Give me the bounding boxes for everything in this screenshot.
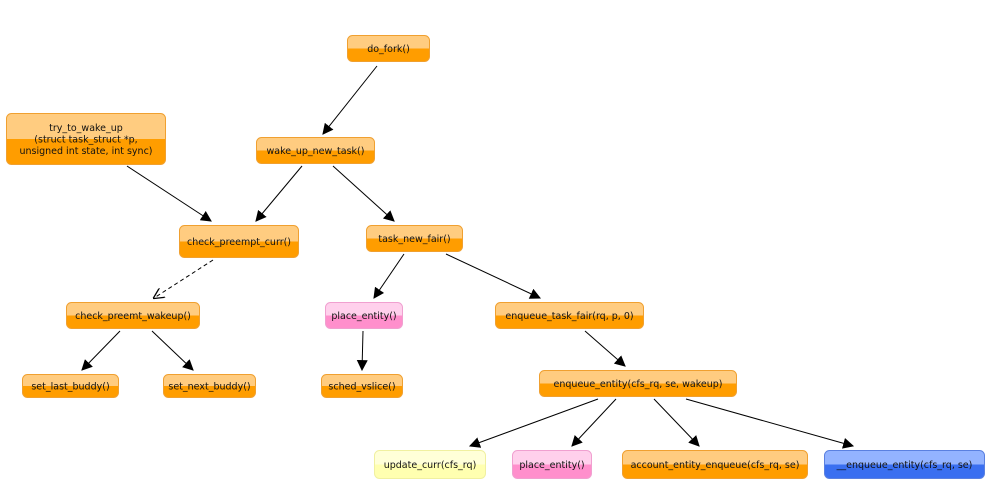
node-label: enqueue_entity(cfs_rq, se, wakeup) [554, 379, 723, 390]
edge-do_fork-to-wake_up_new_task [322, 65, 378, 135]
node-place-entity-2: place_entity() [512, 450, 592, 479]
node-label-line: (struct task_struct *p, [34, 135, 137, 146]
node-task-new-fair: task_new_fair() [366, 225, 463, 252]
node-box [256, 137, 375, 164]
node-box [366, 225, 463, 252]
node-box [66, 302, 200, 329]
node-label: account_entity_enqueue(cfs_rq, se) [631, 460, 800, 471]
node-label: wake_up_new_task() [267, 146, 365, 157]
node-label: place_entity() [519, 460, 584, 471]
edge-task_new_fair-to-place_entity_1 [373, 253, 405, 299]
node-box [824, 450, 985, 479]
node-label: set_last_buddy() [31, 382, 109, 393]
node-box [622, 450, 808, 479]
edge-enqueue_entity-to-place_entity_2 [571, 398, 617, 447]
node-label-line: try_to_wake_up [49, 123, 123, 134]
node-box [539, 370, 737, 397]
node-set-last-buddy: set_last_buddy() [22, 374, 119, 398]
node-update-curr: update_curr(cfs_rq) [374, 450, 486, 479]
edge-enqueue_entity-to-update_curr [468, 398, 599, 448]
node-place-entity-1: place_entity() [325, 302, 403, 329]
edge-check_preempt_curr-to-check_preemt_wakeup [154, 259, 214, 298]
node-box [347, 35, 430, 62]
edge-place_entity_1-to-sched_vslice [356, 330, 368, 372]
node-enqueue-task-fair: enqueue_task_fair(rq, p, 0) [495, 302, 644, 329]
node-sched-vslice: sched_vslice() [321, 374, 403, 398]
node-label: __enqueue_entity(cfs_rq, se) [836, 460, 973, 471]
node-box [495, 302, 644, 329]
edge-enqueue_entity-to-account_entity_enqueue [653, 398, 700, 447]
node-set-next-buddy: set_next_buddy() [163, 374, 256, 398]
edge-try_to_wake_up-to-check_preempt_curr [126, 165, 212, 222]
node-label: sched_vslice() [328, 382, 395, 393]
edge-check_preemt_wakeup-to-set_last_buddy [81, 330, 121, 371]
edges-layer [81, 65, 855, 449]
node-box [325, 302, 403, 329]
node-enqueue-entity-internal: __enqueue_entity(cfs_rq, se) [824, 450, 985, 479]
nodes-layer: do_fork() wake_up_new_task() try_to_wake_u… [6, 35, 985, 479]
node-label: do_fork() [367, 44, 410, 55]
edge-enqueue_entity-to-enqueue_entity_internal [685, 398, 855, 449]
node-label: check_preempt_curr() [187, 237, 291, 248]
node-label: enqueue_task_fair(rq, p, 0) [505, 311, 633, 322]
node-label: check_preemt_wakeup() [75, 311, 191, 322]
node-box [6, 113, 166, 165]
node-label: set_next_buddy() [168, 382, 250, 393]
node-box [22, 374, 119, 398]
node-try-to-wake-up: try_to_wake_up(struct task_struct *p,uns… [6, 113, 166, 165]
node-label-line: unsigned int state, int sync) [19, 146, 152, 157]
node-label: task_new_fair() [378, 234, 450, 245]
edge-check_preemt_wakeup-to-set_next_buddy [151, 330, 194, 371]
node-box [374, 450, 486, 479]
edge-wake_up_new_task-to-check_preempt_curr [255, 165, 303, 222]
edge-wake_up_new_task-to-task_new_fair [332, 165, 395, 222]
node-check-preempt-curr: check_preempt_curr() [179, 225, 299, 258]
node-account-entity-enqueue: account_entity_enqueue(cfs_rq, se) [622, 450, 808, 479]
node-wake-up-new-task: wake_up_new_task() [256, 137, 375, 164]
node-label: place_entity() [331, 311, 396, 322]
node-box [163, 374, 256, 398]
node-label: update_curr(cfs_rq) [384, 460, 477, 471]
node-check-preemt-wakeup: check_preemt_wakeup() [66, 302, 200, 329]
edge-enqueue_task_fair-to-enqueue_entity [584, 330, 626, 367]
node-box [179, 225, 299, 258]
node-box [512, 450, 592, 479]
node-enqueue-entity: enqueue_entity(cfs_rq, se, wakeup) [539, 370, 737, 397]
node-do-fork: do_fork() [347, 35, 430, 62]
node-box [321, 374, 403, 398]
edge-task_new_fair-to-enqueue_task_fair [445, 253, 541, 299]
